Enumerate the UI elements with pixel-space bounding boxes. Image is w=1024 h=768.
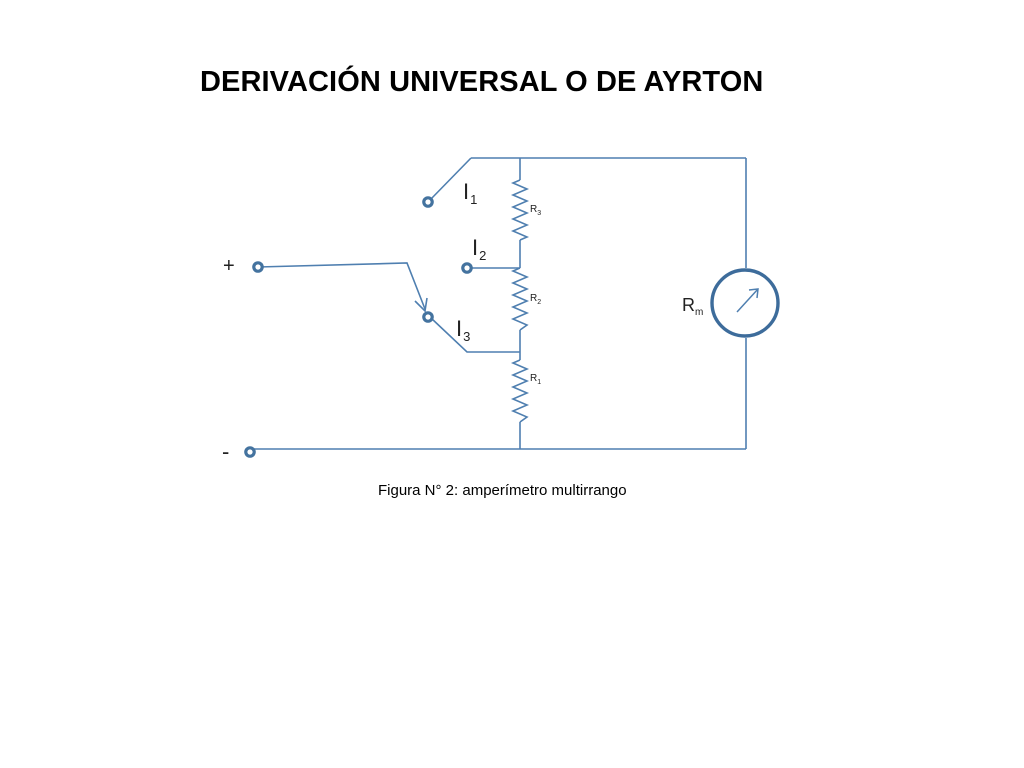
switch-contact-i1-wire	[429, 157, 472, 201]
switch-label-i1: I1	[463, 179, 477, 207]
resistor-label-r3: R3	[530, 204, 541, 217]
resistor-r2	[510, 267, 530, 331]
switch-label-i3: I3	[456, 316, 470, 344]
terminal-positive-label: +	[223, 255, 235, 277]
selector-arrowhead	[414, 297, 428, 313]
contact-i3	[422, 311, 434, 323]
terminal-positive	[252, 261, 264, 273]
resistor-r3	[510, 179, 530, 241]
tap-wire-i3	[430, 317, 520, 353]
terminal-negative-label: -	[222, 439, 229, 464]
resistor-label-r1: R1	[530, 373, 541, 386]
galvanometer-icon	[710, 268, 780, 338]
resistor-label-r2: R2	[530, 293, 541, 306]
switch-label-i2: I2	[472, 235, 486, 263]
resistor-r1	[510, 359, 530, 423]
contact-i2	[461, 262, 473, 274]
terminal-negative	[244, 446, 256, 458]
slide-title: DERIVACIÓN UNIVERSAL O DE AYRTON	[200, 66, 764, 98]
selector-arm	[257, 262, 426, 310]
figure-caption: Figura N° 2: amperímetro multirrango	[378, 482, 627, 499]
meter-label: Rm	[682, 295, 703, 318]
contact-i1	[422, 196, 434, 208]
